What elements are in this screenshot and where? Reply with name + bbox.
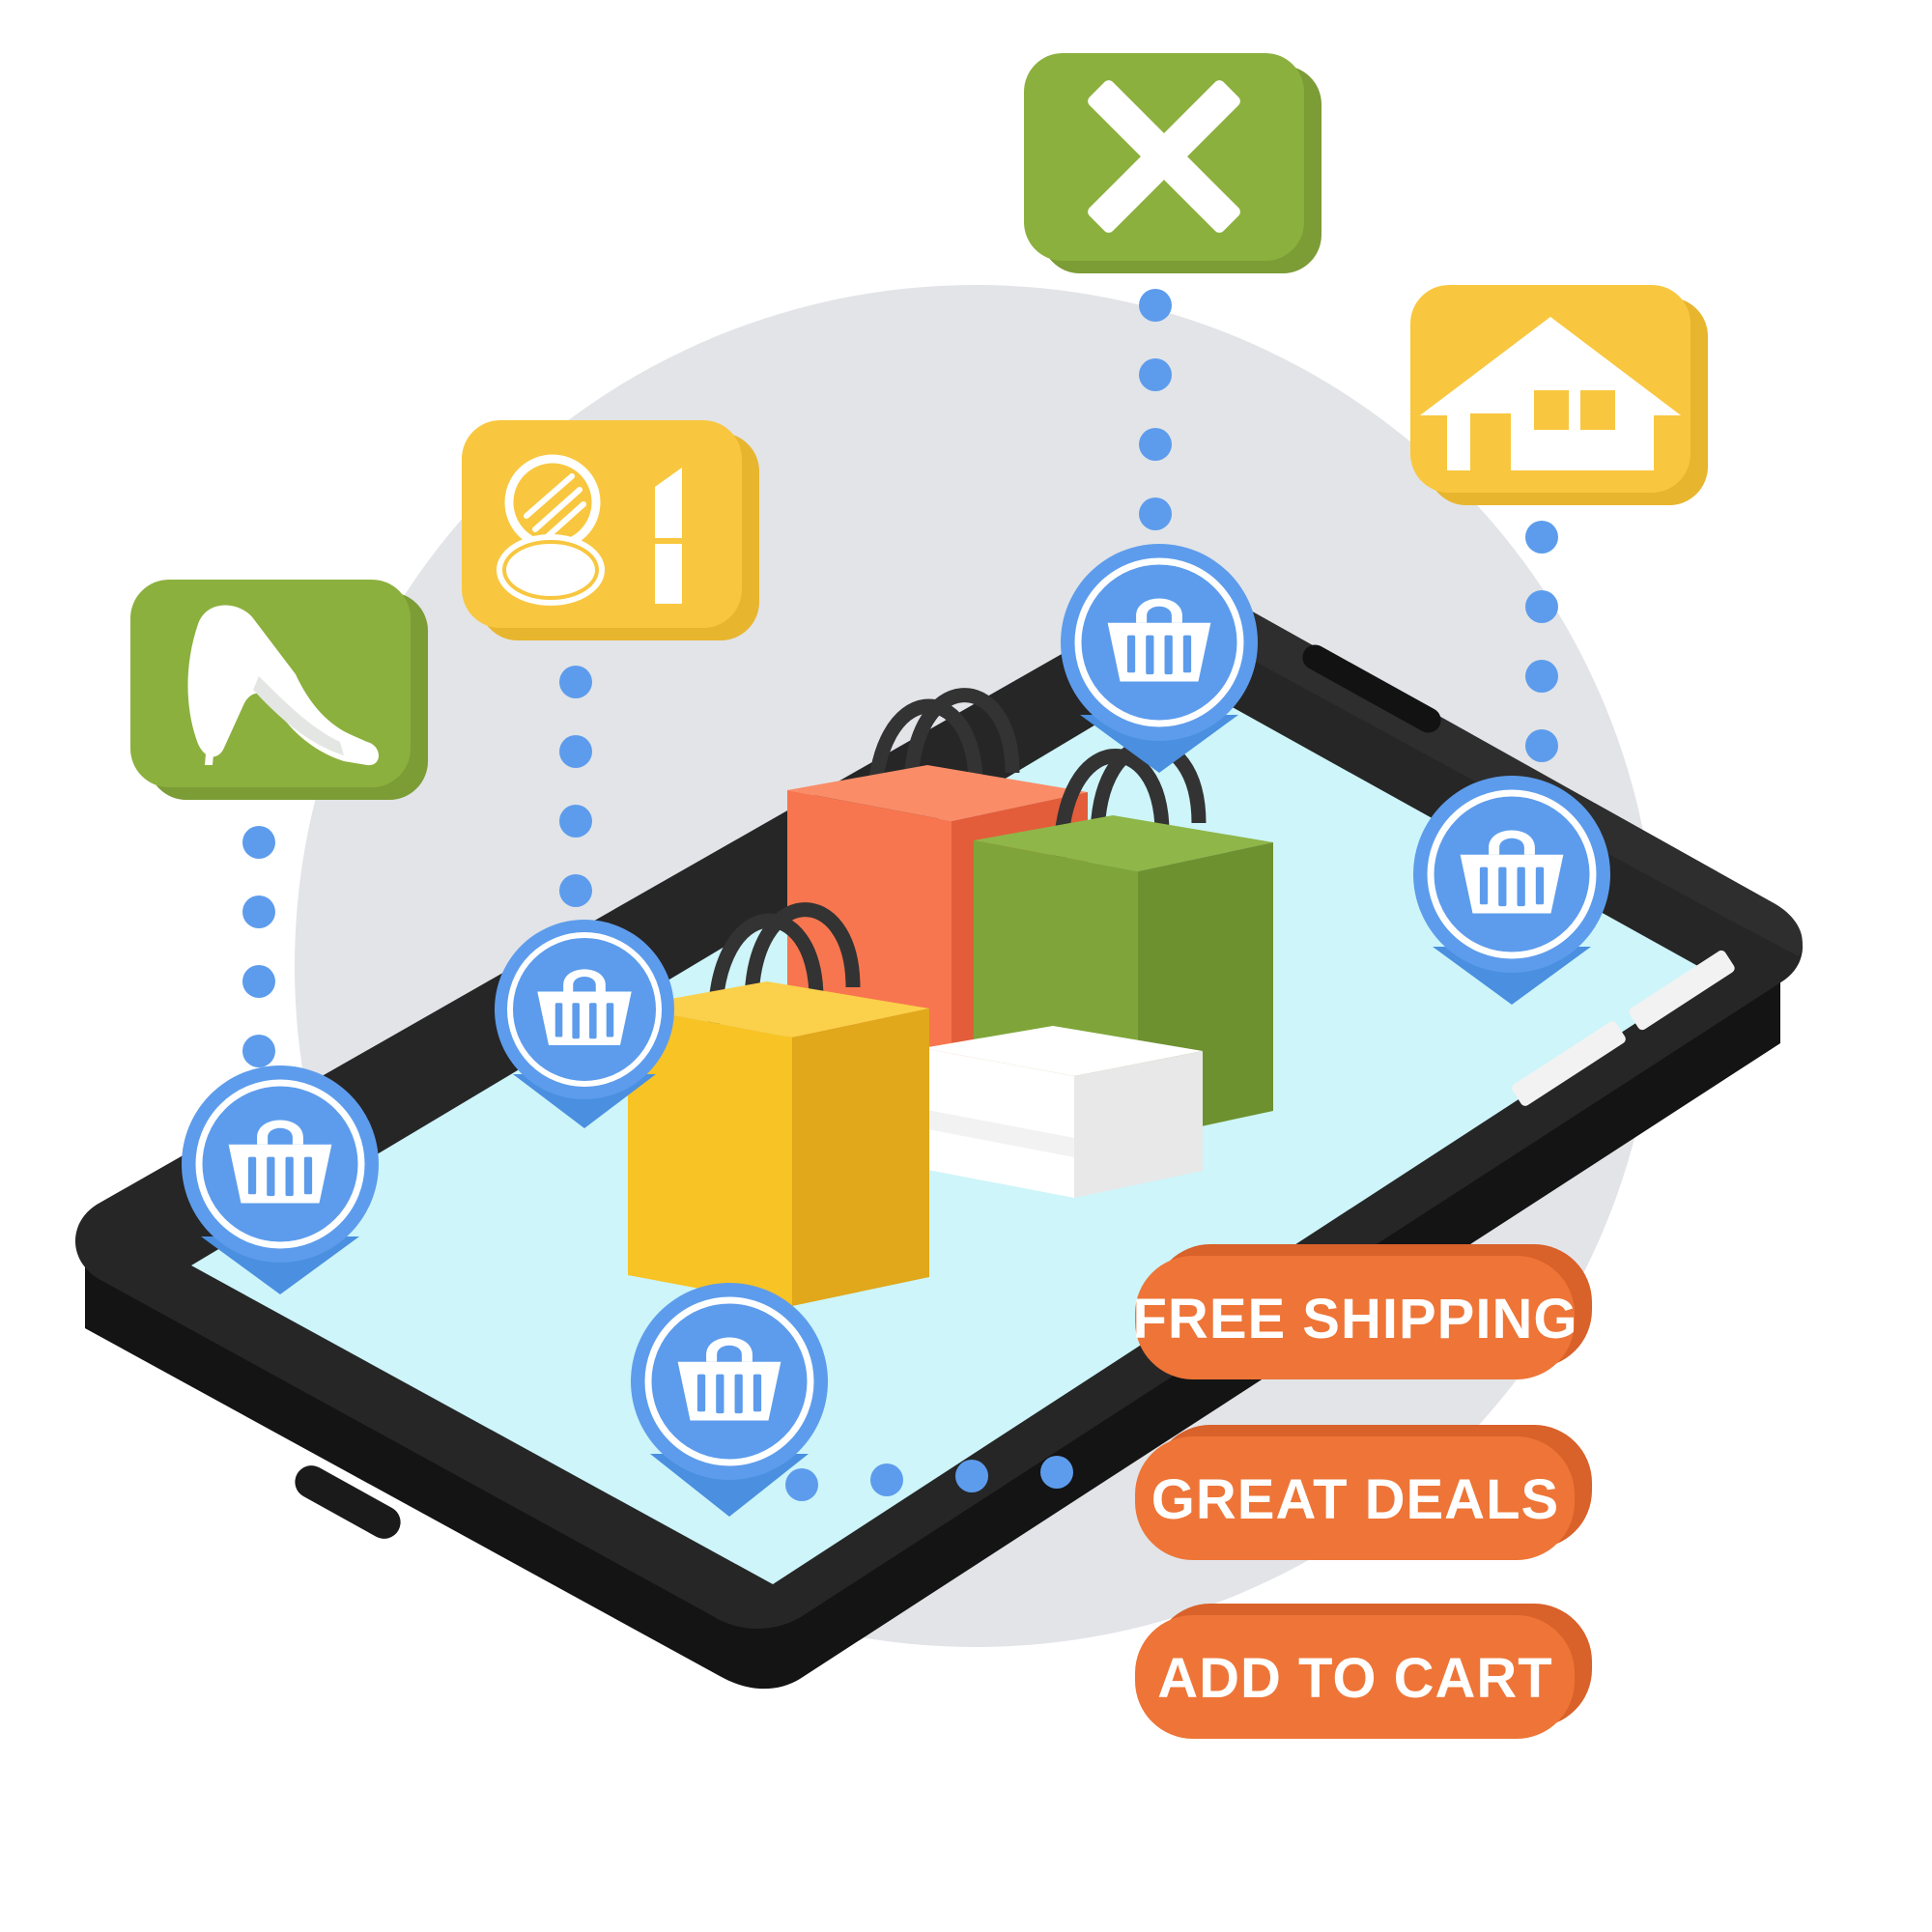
pin-ring xyxy=(644,1296,814,1466)
product-box xyxy=(923,1026,1203,1198)
high-heel-shoe-icon xyxy=(187,605,379,766)
device-volume-down-button[interactable] xyxy=(1627,949,1736,1032)
shopping-bag-yellow xyxy=(628,902,929,1306)
pin-ring xyxy=(195,1079,365,1249)
device-speaker-icon xyxy=(1302,644,1441,733)
tile-bg xyxy=(462,420,742,628)
connector-trail-home xyxy=(1525,521,1558,762)
bag-yellow-side xyxy=(792,1009,929,1306)
category-tile-tools[interactable] xyxy=(1010,3,1321,310)
product-box-front xyxy=(923,1048,1074,1198)
device-volume-up-button[interactable] xyxy=(1510,1019,1628,1108)
category-tile-shoes[interactable] xyxy=(130,580,428,800)
bag-green-handle xyxy=(1053,749,1170,859)
button-bg xyxy=(1135,1256,1575,1379)
device-home-port xyxy=(295,1465,401,1539)
product-box-top xyxy=(923,1026,1203,1076)
bag-red-top xyxy=(787,765,1088,821)
device-body-highlight xyxy=(1145,592,1803,956)
house-icon xyxy=(1420,317,1681,470)
button-label: FREE SHIPPING xyxy=(1133,1288,1578,1350)
category-tile-cosmetics[interactable] xyxy=(462,420,759,640)
crossed-wrenches-icon xyxy=(1010,3,1318,310)
button-bg xyxy=(1135,1615,1575,1739)
pin-ring xyxy=(1074,557,1244,727)
map-pin-top-center[interactable] xyxy=(1061,544,1258,773)
bag-red-handle xyxy=(867,698,983,810)
map-pin-left[interactable] xyxy=(182,1065,379,1294)
bag-yellow-handle xyxy=(707,913,824,1025)
makeup-compact-lipstick-icon xyxy=(497,454,682,606)
bag-red-handle-2 xyxy=(903,688,1020,791)
bag-yellow-front xyxy=(628,1007,792,1306)
bag-green-top xyxy=(974,815,1273,871)
map-pin-bottom[interactable] xyxy=(631,1283,828,1517)
button-add-to-cart[interactable]: ADD TO CART xyxy=(1135,1604,1592,1739)
pin-ring xyxy=(1427,789,1597,959)
connector-trail-cosmetics xyxy=(559,666,592,907)
button-free-shipping[interactable]: FREE SHIPPING xyxy=(1133,1244,1592,1379)
category-tile-home[interactable] xyxy=(1410,285,1708,505)
connector-trail-shoes xyxy=(242,826,275,1067)
map-pin-mid-left[interactable] xyxy=(495,920,674,1128)
connector-trail-bottom xyxy=(785,1456,1073,1501)
button-label: GREAT DEALS xyxy=(1151,1468,1559,1531)
bag-yellow-handle-2 xyxy=(744,902,861,1006)
product-box-band xyxy=(923,1109,1074,1157)
map-pin-right[interactable] xyxy=(1413,776,1610,1005)
button-bg xyxy=(1135,1436,1575,1560)
product-box-side xyxy=(1074,1051,1203,1198)
bag-yellow-top xyxy=(628,981,929,1037)
pin-ring xyxy=(507,932,662,1087)
connector-trail-tools xyxy=(1139,289,1172,530)
button-label: ADD TO CART xyxy=(1157,1647,1552,1710)
button-great-deals[interactable]: GREAT DEALS xyxy=(1135,1425,1592,1560)
